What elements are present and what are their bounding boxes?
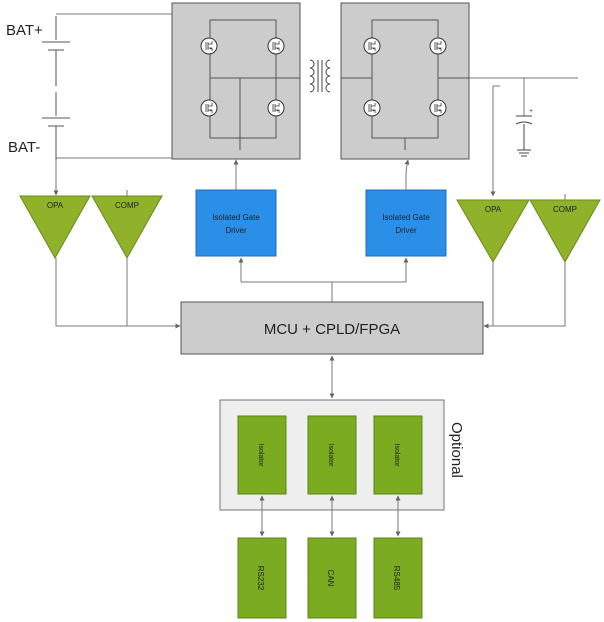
mosfet-icon	[200, 99, 218, 117]
interface-rs485	[373, 537, 423, 619]
interface-rs232-label: RS232	[256, 566, 265, 591]
svg-text:+: +	[529, 108, 533, 115]
mosfet-icon	[363, 37, 381, 55]
interface-can-label: CAN	[326, 570, 335, 587]
mosfet-icon	[429, 37, 447, 55]
left-opa	[19, 195, 91, 260]
right-opa	[456, 199, 530, 263]
left-comp-label: COMP	[115, 201, 139, 210]
mcu-block	[180, 301, 484, 355]
right-driver-output	[404, 159, 410, 190]
isolator-3	[373, 415, 423, 495]
interface-rs232	[237, 537, 287, 619]
bat-minus-label: BAT-	[8, 139, 40, 156]
interface-rs485-label: RS485	[392, 566, 401, 591]
mosfet-icon	[200, 37, 218, 55]
right-opa-label: OPA	[485, 205, 502, 214]
right-gate-driver-line2: Driver	[395, 226, 417, 235]
ground-icon	[517, 149, 531, 157]
interface-can	[307, 537, 357, 619]
mosfet-icon	[267, 99, 285, 117]
left-opa-label: OPA	[47, 201, 64, 210]
right-comp-label: COMP	[553, 205, 577, 214]
bat-plus-label: BAT+	[6, 22, 43, 39]
mosfet-icon	[267, 37, 285, 55]
left-gate-driver-line1: Isolated Gate	[212, 213, 260, 222]
mcu-to-drivers	[238, 257, 409, 302]
amps-to-mcu	[55, 258, 566, 329]
isolator-1-label: Isolator	[257, 444, 264, 468]
mcu-label: MCU + CPLD/FPGA	[264, 321, 400, 338]
right-gate-driver-line1: Isolated Gate	[382, 213, 430, 222]
transformer-icon	[309, 59, 331, 93]
mosfet-icon	[429, 99, 447, 117]
capacitor-icon: +	[515, 108, 533, 150]
left-gate-driver	[195, 189, 277, 257]
left-h-bridge	[171, 2, 301, 160]
mosfet-icon	[363, 99, 381, 117]
isolator-2-label: Isolator	[327, 444, 334, 468]
right-h-bridge	[340, 2, 470, 160]
left-gate-driver-line2: Driver	[225, 226, 247, 235]
left-bridge-wiring	[209, 19, 300, 150]
output-wires	[469, 77, 578, 197]
isolator-1	[237, 415, 287, 495]
right-bridge-wiring	[341, 19, 469, 150]
isolator-3-label: Isolator	[393, 444, 400, 468]
isolator-2	[307, 415, 357, 495]
right-gate-driver	[365, 189, 447, 257]
optional-label: Optional	[448, 422, 465, 478]
